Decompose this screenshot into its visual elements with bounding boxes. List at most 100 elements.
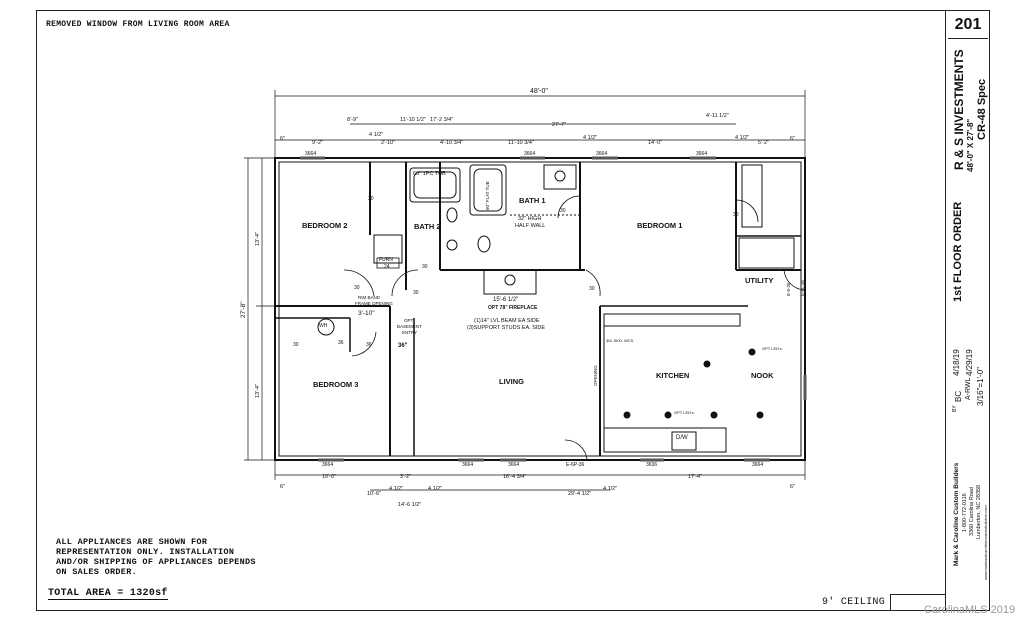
dimension: 5'-2"	[758, 140, 769, 146]
dimension: 6"	[790, 484, 796, 490]
dimension: 9'-2"	[312, 140, 323, 146]
fireplace-label: OPT 78" FIREPLACE	[488, 305, 538, 311]
home-size: 48'-0" X 27'-8"	[966, 118, 975, 172]
revision-date: 4/29/19	[965, 349, 974, 376]
dimension: 8'-9"	[347, 117, 358, 123]
order-label: 1st FLOOR ORDER	[952, 201, 964, 302]
rim-band-label-2: FRAME OPENING	[355, 301, 393, 306]
dimension: 10'-0"	[322, 474, 337, 480]
appliance-note-line: AND/OR SHIPPING OF APPLIANCES DEPENDS	[56, 557, 256, 567]
door-size: 30	[293, 342, 299, 348]
window-label: 3664	[752, 462, 764, 468]
dimension: 6"	[280, 136, 286, 142]
door-size: 30	[733, 212, 739, 218]
dimension: E-6-36	[786, 282, 791, 296]
window-label: 3664	[305, 151, 317, 157]
total-area: TOTAL AREA = 1320sf	[48, 588, 168, 600]
dwn-value: A-RWL	[965, 377, 972, 400]
opt-leds-label: OPT LED's	[674, 410, 694, 415]
dimension: 4'-10 3/4"	[440, 140, 464, 146]
dimension: 10'-6"	[367, 491, 382, 497]
dimension: 4 1/2"	[735, 135, 750, 141]
room-bath-2: BATH 2	[414, 222, 441, 231]
dimension: 11'-10 1/2"	[400, 117, 426, 123]
opening-label: OPENING	[593, 365, 598, 386]
dimension: 4 1/2"	[428, 486, 443, 492]
room-living: LIVING	[499, 377, 525, 386]
exterior-door-label: E-6P-36	[566, 462, 585, 468]
rim-opening-dim: 3'-10"	[358, 310, 375, 317]
room-kitchen: KITCHEN	[656, 371, 690, 380]
window-label: 3664	[596, 151, 608, 157]
window-label: 3636	[646, 462, 658, 468]
room-bath-1: BATH 1	[519, 196, 546, 205]
opt-basement-3: ENTRY	[402, 330, 418, 335]
door-size: 36	[366, 342, 372, 348]
drawn-by: BC	[954, 390, 963, 402]
appliance-note-line: ON SALES ORDER.	[56, 567, 138, 577]
room-bedroom-1: BEDROOM 1	[637, 221, 683, 230]
appliance-note-line: ALL APPLIANCES ARE SHOWN FOR	[56, 537, 208, 547]
furnace-label: FURN	[379, 257, 393, 263]
dimension: 4 1/2"	[583, 135, 598, 141]
dimension: 6"	[280, 484, 286, 490]
dimension: 13'-4"	[255, 383, 261, 398]
dimension: 4'-11 1/2"	[706, 113, 729, 119]
basement-width: 36"	[398, 343, 408, 349]
door-size: 36	[338, 340, 344, 346]
page-number: 201	[948, 12, 988, 39]
date-value: 4/18/19	[952, 349, 961, 376]
dimension: 3'-2"	[400, 474, 411, 480]
opt-basement-1: OPT	[404, 318, 414, 323]
room-utility: UTILITY	[745, 276, 774, 285]
builder-url: www.markandcarolinecustombuilders.com	[983, 505, 988, 580]
overall-width-dim: 48'-0"	[530, 88, 548, 95]
window-label: 3664	[696, 151, 708, 157]
builder-name: Mark & Caroline Custom Builders	[953, 462, 960, 566]
window-label: 3664	[508, 462, 520, 468]
builder-phone: 1-800-772-0116	[962, 493, 968, 532]
dimension: 6"	[790, 136, 796, 142]
door-size: 30	[354, 285, 360, 291]
company-name: R & S INVESTMENTS	[952, 49, 966, 170]
header-note: REMOVED WINDOW FROM LIVING ROOM AREA	[46, 20, 230, 29]
room-bedroom-2: BEDROOM 2	[302, 221, 348, 230]
ceiling-height-note: 9' CEILING	[822, 597, 886, 608]
ceiling-box	[890, 594, 946, 611]
dimension: 4 1/2"	[603, 486, 618, 492]
room-bedroom-3: BEDROOM 3	[313, 380, 359, 389]
beam-span: 15'-6 1/2"	[493, 297, 519, 303]
dimension: 29'-4 1/2"	[568, 491, 592, 497]
by-label: BY	[952, 405, 958, 412]
door-size: 30	[560, 208, 566, 214]
title-block	[946, 10, 990, 611]
window-label: 3664	[462, 462, 474, 468]
model-name: CR-48 Spec	[976, 78, 988, 140]
window-label: 3664	[322, 462, 334, 468]
appliance-note-line: REPRESENTATION ONLY. INSTALLATION	[56, 547, 235, 557]
scale-value: 3/16"=1'-0"	[976, 366, 985, 406]
room-nook: NOOK	[751, 371, 774, 380]
dishwasher-label: D/W	[676, 435, 688, 441]
builder-city: Lumberton, NC 28358	[976, 484, 982, 539]
door-size: 30	[422, 264, 428, 270]
overall-depth-dim: 27'-8"	[240, 301, 247, 318]
dimension: 27'-7"	[552, 122, 567, 128]
rim-band-label: RIM BAND	[358, 295, 381, 300]
dimension: 13'-4"	[255, 231, 261, 246]
dimension: 14'-6 1/2"	[398, 502, 422, 508]
window-label: 3664	[524, 151, 536, 157]
opt-basement-2: BASEMENT	[397, 324, 422, 329]
beam-note-1: (1)14" LVL BEAM EA SIDE	[474, 318, 540, 324]
dimension: 4 1/2"	[389, 486, 404, 492]
opt-leds-label-2: OPT LED's	[762, 346, 782, 351]
door-size: 30	[589, 286, 595, 292]
door-size: 24	[384, 264, 390, 270]
half-wall-label-1: 32" HIGH	[518, 216, 542, 222]
dimension: 16'-4 3/4"	[503, 474, 527, 480]
exterior-door-label: E-8L-36	[800, 279, 805, 296]
dimension: 4 1/2"	[369, 132, 384, 138]
dimension: 2'-10"	[381, 140, 396, 146]
dimension: 17'-2 3/4"	[430, 117, 454, 123]
builder-address: 3360 Carolina Road	[969, 487, 975, 536]
